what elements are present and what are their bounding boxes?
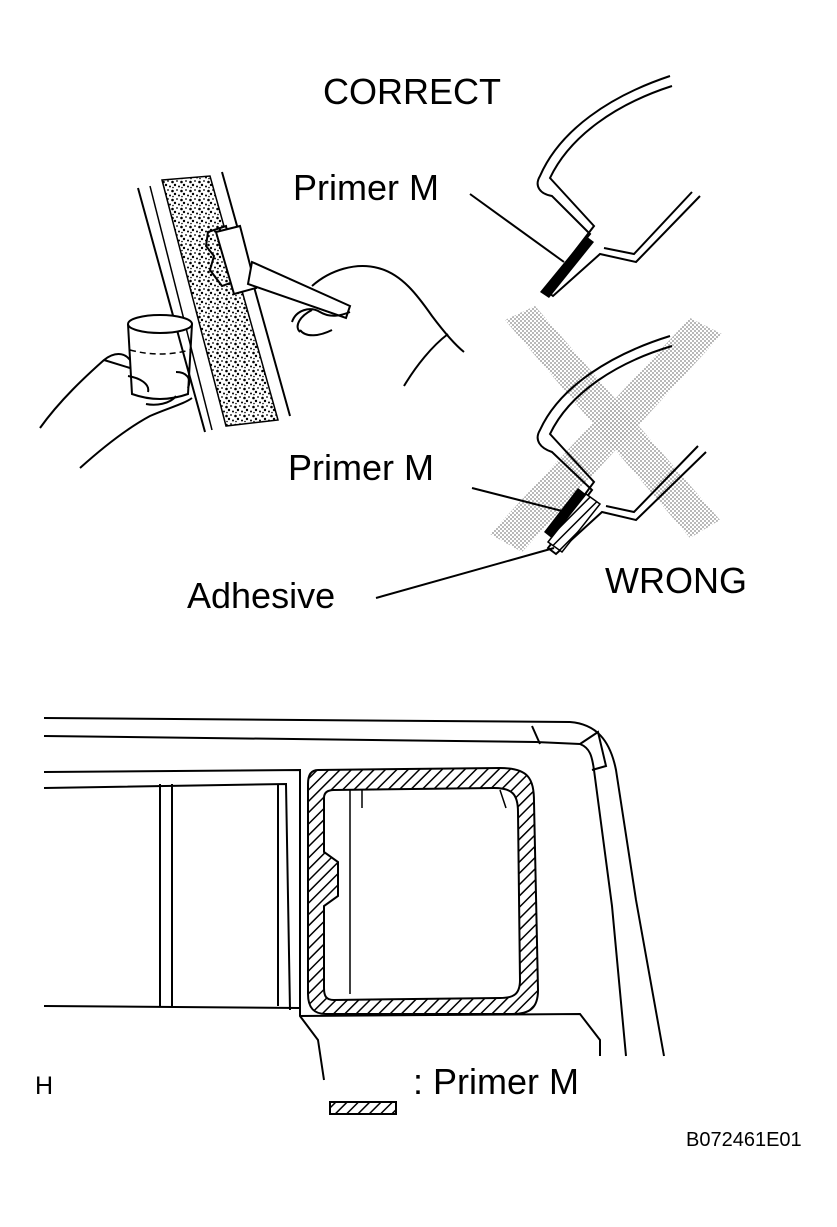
- wrong-cross-section: [375, 306, 722, 599]
- brush-ferrule: [214, 224, 258, 296]
- roof-joint: [531, 725, 608, 771]
- lower-body-line: [299, 1012, 601, 1056]
- window-opening-inner: [323, 786, 522, 1002]
- body-line-a: [43, 768, 325, 1081]
- wrong-primer-layer: [544, 488, 588, 540]
- wrong-panel-inner: [548, 345, 699, 543]
- correct-panel-outer: [536, 75, 701, 298]
- front-window-frame: [43, 784, 301, 1009]
- flange-right-edge: [221, 171, 291, 417]
- wrong-label: WRONG: [605, 560, 747, 601]
- wrong-panel-outer: [536, 335, 707, 556]
- roof-line-outer: [43, 717, 665, 1057]
- correct-cross-section: [469, 75, 701, 298]
- primer-leader-top: [469, 193, 565, 263]
- wrong-cross-stroke-2: [490, 318, 722, 552]
- primer-leader-wrong: [471, 487, 567, 513]
- window-glass-edge: [349, 789, 507, 994]
- view-code-label: H: [35, 1072, 54, 1100]
- body-pillar-inner-edge: [149, 185, 213, 431]
- primer-legend-label: : Primer M: [413, 1061, 579, 1102]
- body-pillar-outline: [137, 187, 206, 433]
- primer-m-label-correct: Primer M: [293, 167, 439, 208]
- wrong-adhesive-layer: [546, 492, 602, 554]
- brush: [204, 224, 352, 320]
- correct-label: CORRECT: [323, 71, 501, 112]
- vehicle-side-view: [43, 717, 665, 1081]
- left-hand: [39, 353, 193, 469]
- correct-panel-inner: [547, 85, 693, 287]
- adhesive-leader: [375, 547, 555, 599]
- primer-cup: [127, 314, 193, 400]
- brush-handle: [246, 260, 352, 320]
- adhesive-label: Adhesive: [187, 575, 336, 616]
- primer-m-label-wrong: Primer M: [288, 447, 434, 488]
- brush-application-illustration: [39, 171, 465, 469]
- body-line-b: [43, 782, 291, 1011]
- right-hand: [291, 265, 465, 387]
- correct-primer-layer: [540, 236, 594, 298]
- primer-legend-swatch: [329, 1101, 397, 1115]
- figure-code-label: B072461E01: [686, 1129, 802, 1151]
- flange-speckled-surface: [161, 175, 279, 427]
